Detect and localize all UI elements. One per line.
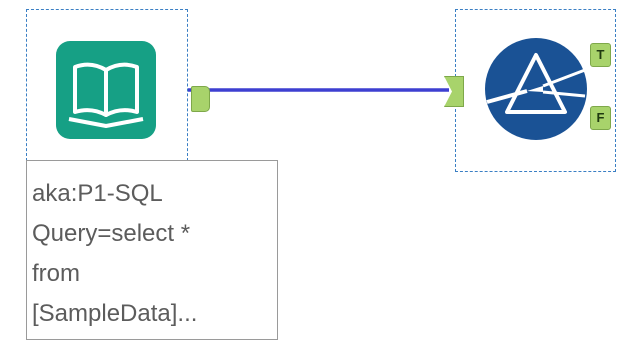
book-icon [55,40,157,140]
input-data-tool[interactable] [26,9,210,161]
annotation-line: from [32,260,80,287]
annotation-line: [SampleData]... [32,300,198,327]
true-output-anchor[interactable]: T [590,43,611,67]
annotation-line: Query=select * [32,220,191,247]
input-anchor[interactable] [444,76,464,107]
output-anchor[interactable] [191,86,210,112]
false-output-anchor[interactable]: F [590,106,611,130]
tool-annotation: aka:P1-SQL Query=select * from [SampleDa… [26,160,278,340]
annotation-line: aka:P1-SQL [32,180,163,207]
prism-filter-icon [483,36,589,142]
filter-tool[interactable] [455,9,616,172]
